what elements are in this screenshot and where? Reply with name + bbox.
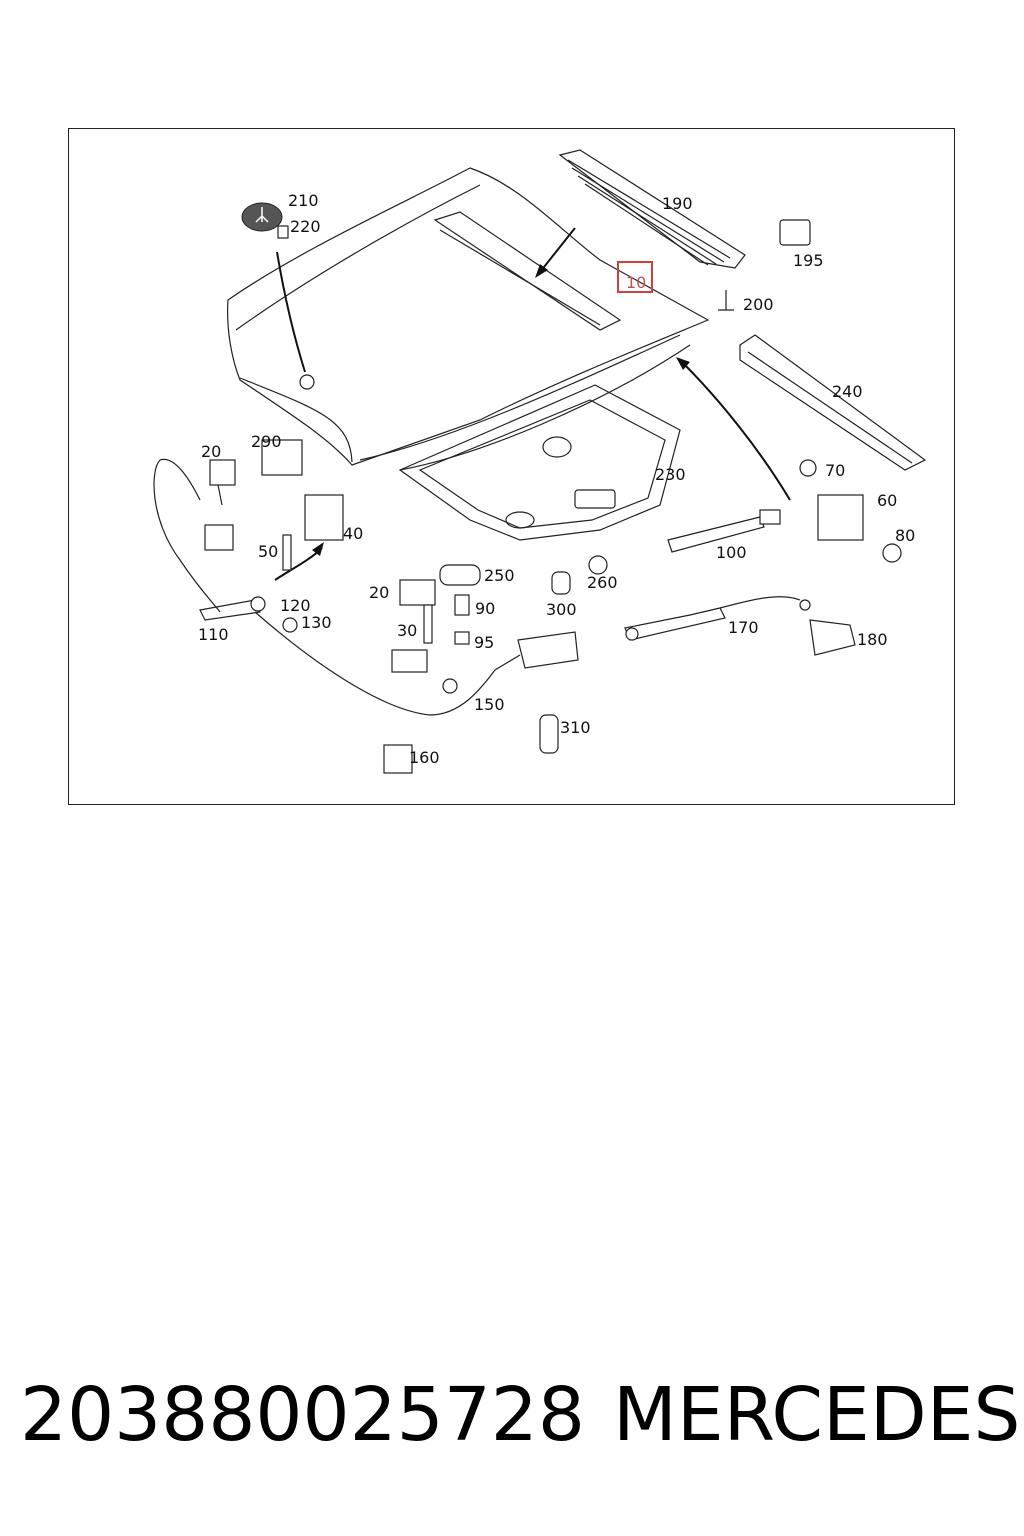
callout-20-lower: 20 bbox=[369, 583, 389, 602]
insulation-mat-drawing bbox=[398, 384, 681, 541]
seal-strip-part-240 bbox=[739, 334, 927, 471]
callout-230: 230 bbox=[655, 465, 686, 484]
callout-220: 220 bbox=[290, 217, 321, 236]
hood-drawing bbox=[227, 167, 710, 471]
callout-95: 95 bbox=[474, 633, 494, 652]
callout-150: 150 bbox=[474, 695, 505, 714]
callout-90: 90 bbox=[475, 599, 495, 618]
callout-260: 260 bbox=[587, 573, 618, 592]
callout-20-upper: 20 bbox=[201, 442, 221, 461]
callout-190: 190 bbox=[662, 194, 693, 213]
emblem-part-210 bbox=[241, 202, 289, 239]
callout-210: 210 bbox=[288, 191, 319, 210]
callout-labels: 210 220 190 195 10 200 240 20 290 230 70… bbox=[198, 191, 915, 767]
callout-200: 200 bbox=[743, 295, 774, 314]
callout-30: 30 bbox=[397, 621, 417, 640]
callout-100: 100 bbox=[716, 543, 747, 562]
assembly-arrows bbox=[274, 227, 791, 581]
callout-250: 250 bbox=[484, 566, 515, 585]
grille-part-190 bbox=[558, 149, 746, 269]
callout-130: 130 bbox=[301, 613, 332, 632]
callout-70: 70 bbox=[825, 461, 845, 480]
callout-240: 240 bbox=[832, 382, 863, 401]
part-number: 203880025728 bbox=[20, 1372, 585, 1458]
callout-120: 120 bbox=[280, 596, 311, 615]
footer-caption: 203880025728 MERCEDES bbox=[20, 1372, 1020, 1462]
callout-195: 195 bbox=[793, 251, 824, 270]
callout-310: 310 bbox=[560, 718, 591, 737]
callout-40: 40 bbox=[343, 524, 363, 543]
callout-110: 110 bbox=[198, 625, 229, 644]
highlight-box bbox=[617, 261, 653, 293]
callout-160: 160 bbox=[409, 748, 440, 767]
callout-60: 60 bbox=[877, 491, 897, 510]
callout-50: 50 bbox=[258, 542, 278, 561]
callout-170: 170 bbox=[728, 618, 759, 637]
callout-180: 180 bbox=[857, 630, 888, 649]
callout-300: 300 bbox=[546, 600, 577, 619]
callout-10-highlighted: 10 bbox=[626, 273, 646, 292]
callout-290: 290 bbox=[251, 432, 282, 451]
brand-name: MERCEDES bbox=[613, 1372, 1021, 1458]
callout-80: 80 bbox=[895, 526, 915, 545]
small-parts bbox=[153, 219, 902, 774]
